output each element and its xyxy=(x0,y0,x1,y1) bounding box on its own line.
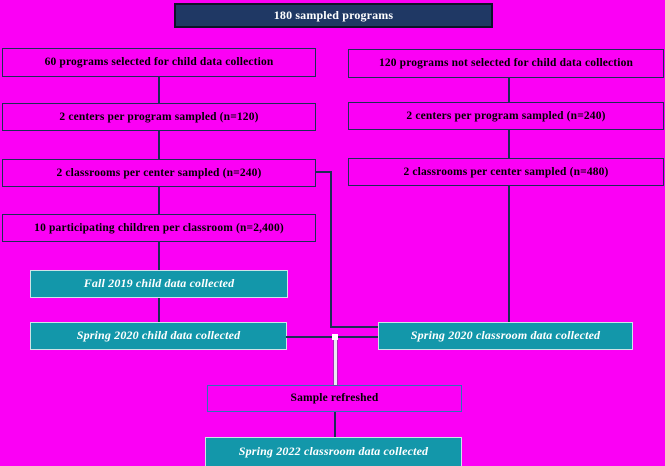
node-fall-2019-child-data: Fall 2019 child data collected xyxy=(30,270,288,298)
node-classrooms-sampled-right: 2 classrooms per center sampled (n=480) xyxy=(348,158,664,186)
node-spring-2020-classroom-data: Spring 2020 classroom data collected xyxy=(378,322,633,350)
node-centers-sampled-left: 2 centers per program sampled (n=120) xyxy=(2,103,316,131)
connector-left-1 xyxy=(158,77,160,103)
connector-left-2 xyxy=(158,131,160,159)
connector-elbow-vertical xyxy=(330,171,332,328)
node-programs-selected: 60 programs selected for child data coll… xyxy=(2,48,316,77)
node-sampled-programs: 180 sampled programs xyxy=(174,3,493,28)
connector-left-4 xyxy=(158,242,160,270)
node-spring-2020-child-data: Spring 2020 child data collected xyxy=(30,322,287,350)
connector-left-3 xyxy=(158,187,160,214)
connector-right-2 xyxy=(508,130,510,158)
connector-elbow-bottom xyxy=(330,326,378,328)
node-participating-children: 10 participating children per classroom … xyxy=(2,214,316,242)
connector-right-1 xyxy=(508,78,510,102)
connector-left-5 xyxy=(158,298,160,322)
node-sample-refreshed: Sample refreshed xyxy=(207,385,462,412)
node-spring-2022-classroom-data: Spring 2022 classroom data collected xyxy=(205,437,462,466)
connector-to-sample-refreshed xyxy=(334,338,337,385)
connector-to-spring2022 xyxy=(334,412,336,437)
connector-junction-nub xyxy=(332,334,338,340)
node-classrooms-sampled-left: 2 classrooms per center sampled (n=240) xyxy=(2,159,316,187)
node-programs-not-selected: 120 programs not selected for child data… xyxy=(348,49,664,78)
connector-elbow-top xyxy=(315,171,332,173)
node-centers-sampled-right: 2 centers per program sampled (n=240) xyxy=(348,102,664,130)
connector-right-3 xyxy=(508,186,510,322)
